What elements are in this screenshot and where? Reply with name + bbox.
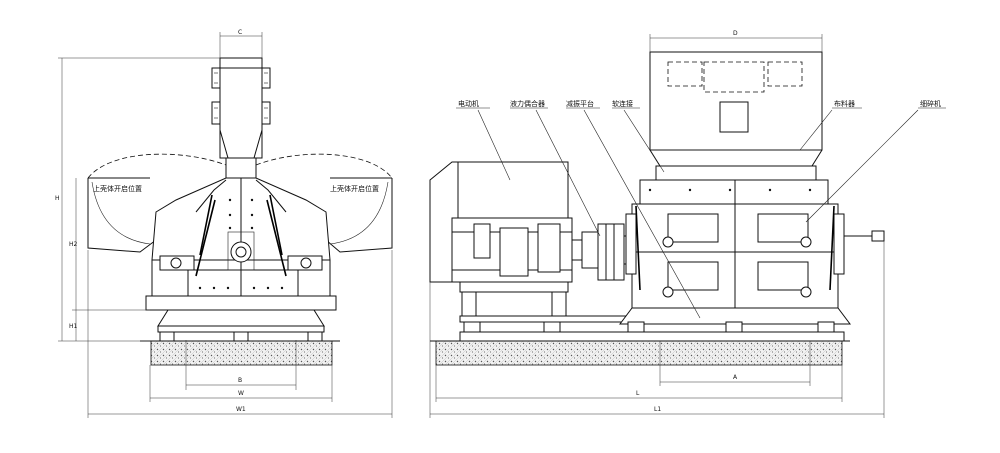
dim-a-label: A	[733, 374, 738, 381]
label-motor: 电动机	[458, 99, 479, 108]
dim-l-label: L	[636, 390, 640, 397]
right-leader-lines	[456, 107, 946, 319]
left-open-housing-outline	[87, 153, 393, 253]
dim-d-label: D	[733, 30, 738, 37]
dim-b-label: B	[238, 377, 242, 384]
right-dimensions: D A L L1	[429, 30, 885, 418]
left-dimensions: C B W W1 H H2 H1	[55, 29, 393, 418]
left-view: 上壳体开启位置 上壳体开启位置	[55, 29, 393, 418]
right-vibration-platform	[459, 307, 851, 342]
right-motor	[429, 161, 573, 317]
right-crusher-body	[625, 179, 885, 309]
dim-w1-label: W1	[236, 406, 246, 413]
left-upper-housing-label-left: 上壳体开启位置	[93, 184, 142, 193]
label-connector: 软连接	[612, 99, 633, 108]
left-feed-chute	[211, 57, 271, 179]
label-distributor: 布料器	[834, 99, 855, 108]
dim-c-label: C	[238, 29, 242, 36]
label-coupling: 液力偶合器	[510, 99, 545, 108]
right-coupling	[571, 223, 633, 281]
dim-h-label: H	[55, 195, 60, 202]
label-crusher: 细碎机	[920, 99, 941, 108]
right-distributor	[649, 51, 823, 167]
label-platform: 减振平台	[566, 99, 594, 108]
left-crusher-housing	[151, 177, 331, 311]
dim-l1-label: L1	[654, 406, 661, 413]
dim-h1-label: H1	[69, 323, 78, 330]
left-base-platform	[145, 295, 337, 342]
dim-h2-label: H2	[69, 241, 78, 248]
left-foundation	[150, 340, 333, 366]
right-view: 电动机 液力偶合器 减振平台 软连接 布料器 细碎机 D A L	[429, 30, 946, 418]
left-upper-housing-label-right: 上壳体开启位置	[330, 184, 379, 193]
right-soft-connection	[655, 165, 817, 181]
dim-w-label: W	[238, 390, 244, 397]
right-foundation	[435, 340, 843, 366]
